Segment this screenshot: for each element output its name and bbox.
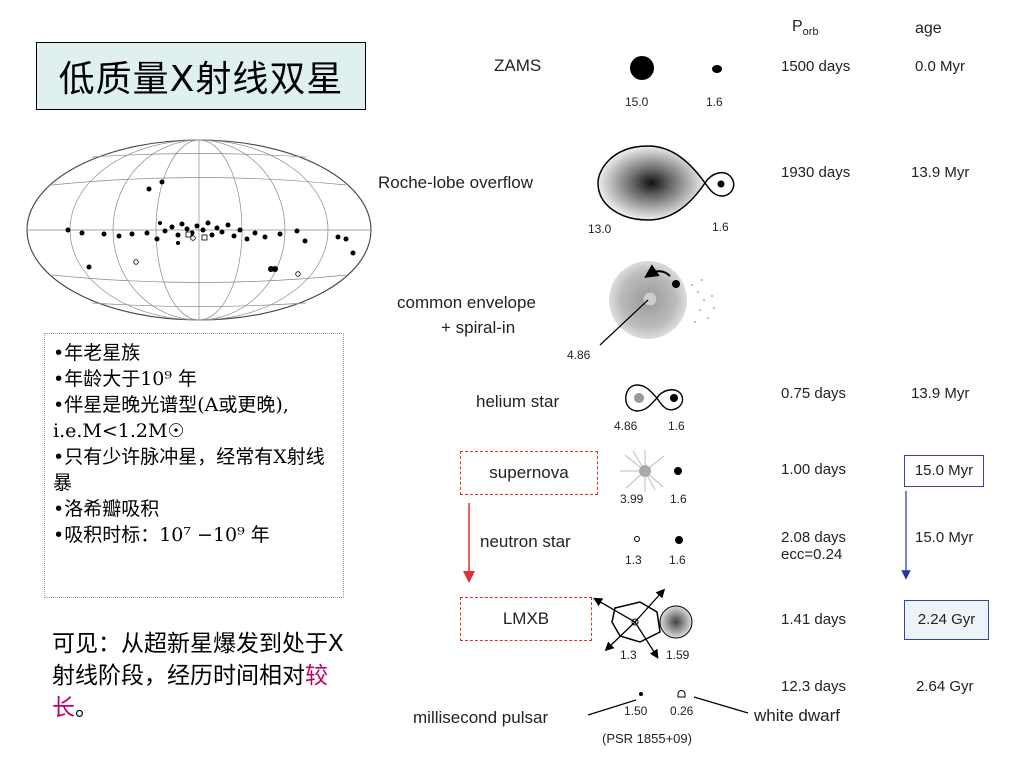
mass-label: 1.6 [669, 553, 686, 567]
porb-value: 2.08 days [781, 529, 847, 546]
mass-label: 1.6 [670, 492, 687, 506]
mass-label: 4.86 [614, 419, 638, 433]
ecc-value: ecc=0.24 [781, 546, 843, 563]
stage-label-lmxb: LMXB [460, 597, 592, 641]
note-item: •吸积时标：10⁷ −10⁹ 年 [53, 524, 270, 546]
conclusion-text: 可见：从超新星爆发到处于X射线阶段，经历时间相对较长。 [52, 628, 352, 724]
mass-label: 13.0 [588, 222, 612, 236]
age-value: 13.9 Myr [911, 385, 970, 402]
porb-value: 12.3 days [781, 678, 847, 695]
stage-label-supernova: supernova [460, 451, 598, 495]
stage-label-wd: white dwarf [754, 706, 840, 725]
mass-label: 4.86 [567, 348, 591, 362]
note-item: •伴星是晚光谱型(A或更晚), i.e.M<1.2M☉ [53, 394, 289, 442]
stage-label-spiral: + spiral-in [441, 318, 516, 337]
page-title: 低质量X射线双星 [58, 59, 344, 100]
porb-header: Porb [792, 18, 819, 39]
notes-box: •年老星族 •年龄大于10⁹ 年 •伴星是晚光谱型(A或更晚), i.e.M<1… [44, 333, 344, 598]
conclusion-body: 可见：从超新星爆发到处于X射线阶段，经历时间相对 [52, 631, 344, 689]
psr-label: (PSR 1855+09) [602, 731, 692, 746]
mass-label: 0.26 [670, 704, 694, 718]
porb-value: 1.00 days [781, 461, 847, 478]
mass-label: 1.3 [625, 553, 642, 567]
note-item: •年龄大于10⁹ 年 [53, 368, 198, 390]
porb-value: 1.41 days [781, 611, 847, 628]
title-box: 低质量X射线双星 [36, 42, 366, 110]
stage-label-helium: helium star [476, 392, 560, 411]
conclusion-highlight: 较长 [52, 663, 328, 721]
conclusion-end: 。 [75, 695, 98, 721]
stage-label-roche: Roche-lobe overflow [378, 173, 533, 192]
age-value-highlighted: 2.24 Gyr [904, 600, 989, 640]
mass-label: 15.0 [625, 95, 649, 109]
porb-value: 0.75 days [781, 385, 847, 402]
mass-label: 1.59 [666, 648, 690, 662]
note-item: •只有少许脉冲星，经常有X射线暴 [53, 446, 325, 494]
mass-label: 1.50 [624, 704, 648, 718]
note-item: •年老星族 [53, 342, 141, 364]
mass-label: 3.99 [620, 492, 644, 506]
mass-label: 1.6 [706, 95, 723, 109]
mass-label: 1.6 [712, 220, 729, 234]
age-value: 2.64 Gyr [916, 678, 974, 695]
porb-value: 1930 days [781, 164, 851, 181]
mass-label: 1.6 [668, 419, 685, 433]
age-value: 15.0 Myr [915, 529, 974, 546]
stage-label-zams: ZAMS [494, 56, 542, 75]
age-header: age [915, 20, 942, 37]
stage-label-ce: common envelope [397, 293, 536, 312]
age-value: 0.0 Myr [915, 58, 966, 75]
stage-label-neutron: neutron star [480, 532, 571, 551]
stage-label-msp: millisecond pulsar [413, 708, 549, 727]
porb-value: 1500 days [781, 58, 851, 75]
age-value-highlighted: 15.0 Myr [904, 455, 984, 487]
galactic-sky-map [26, 139, 372, 321]
age-value: 13.9 Myr [911, 164, 970, 181]
note-item: •洛希瓣吸积 [53, 498, 160, 520]
mass-label: 1.3 [620, 648, 637, 662]
